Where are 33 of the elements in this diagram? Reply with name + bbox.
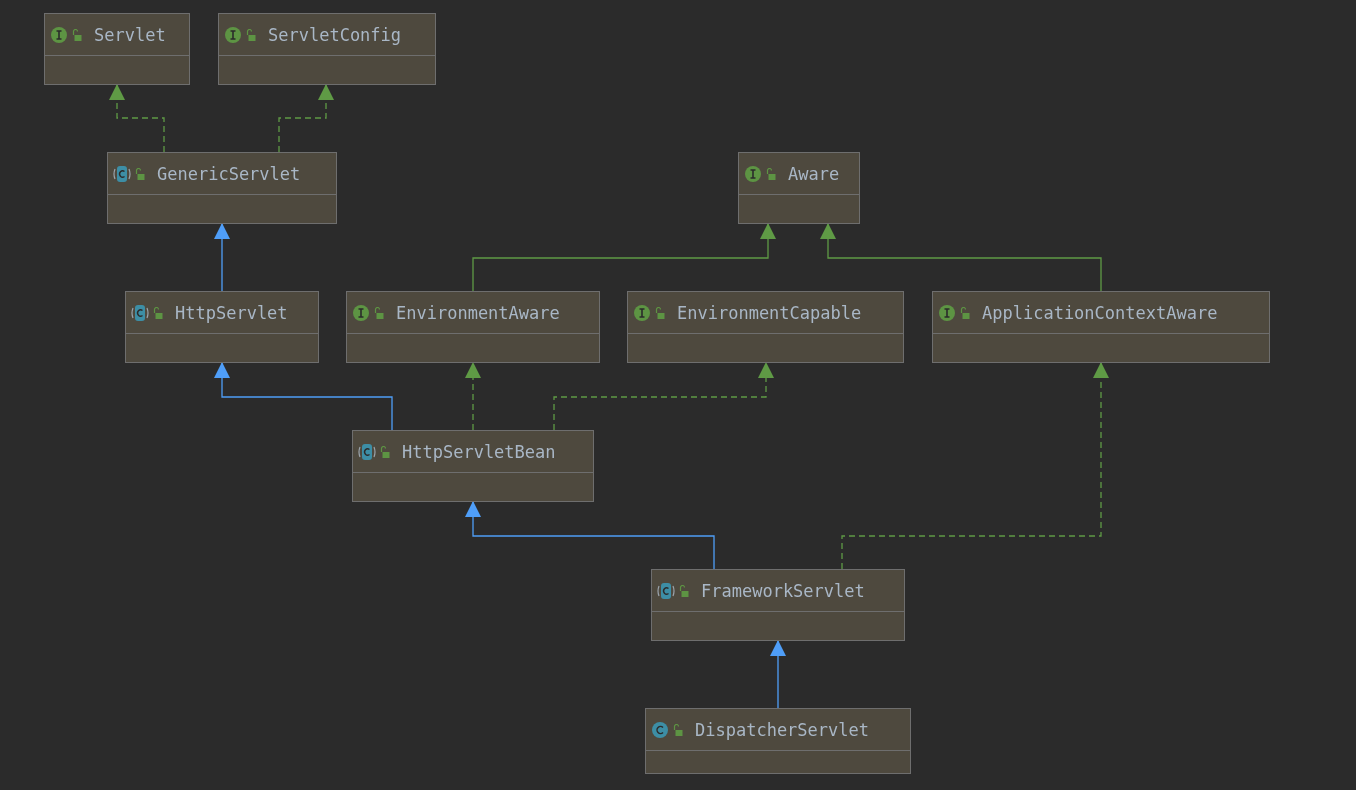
inheritance-arrow <box>770 640 786 709</box>
class-name: GenericServlet <box>157 163 301 184</box>
inheritance-arrow <box>553 362 774 431</box>
class-name: ServletConfig <box>268 24 402 45</box>
class-name: HttpServletBean <box>402 441 556 462</box>
class-name: EnvironmentCapable <box>677 302 862 323</box>
class-name: DispatcherServlet <box>695 719 869 740</box>
class-name: EnvironmentAware <box>396 302 560 323</box>
inheritance-arrow <box>214 223 230 292</box>
inheritance-arrow <box>472 223 776 292</box>
inheritance-arrow <box>278 84 334 153</box>
class-box <box>352 430 594 502</box>
class-name: ApplicationContextAware <box>982 302 1218 323</box>
class-box <box>107 152 337 224</box>
class-box <box>218 13 436 85</box>
class-box <box>738 152 860 224</box>
class-name: Aware <box>788 163 840 184</box>
inheritance-arrow <box>841 362 1109 570</box>
class-box <box>44 13 190 85</box>
class-box <box>645 708 911 774</box>
class-box <box>651 569 905 641</box>
class-name: HttpServlet <box>175 302 288 323</box>
class-name: Servlet <box>94 24 166 45</box>
inheritance-arrow <box>109 84 165 153</box>
inheritance-arrow <box>820 223 1102 292</box>
inheritance-arrow <box>465 501 715 570</box>
class-box <box>932 291 1270 363</box>
class-box <box>627 291 904 363</box>
class-box <box>125 291 319 363</box>
class-name: FrameworkServlet <box>701 580 865 601</box>
inheritance-arrow <box>465 362 481 431</box>
inheritance-arrow <box>214 362 393 431</box>
class-box <box>346 291 600 363</box>
